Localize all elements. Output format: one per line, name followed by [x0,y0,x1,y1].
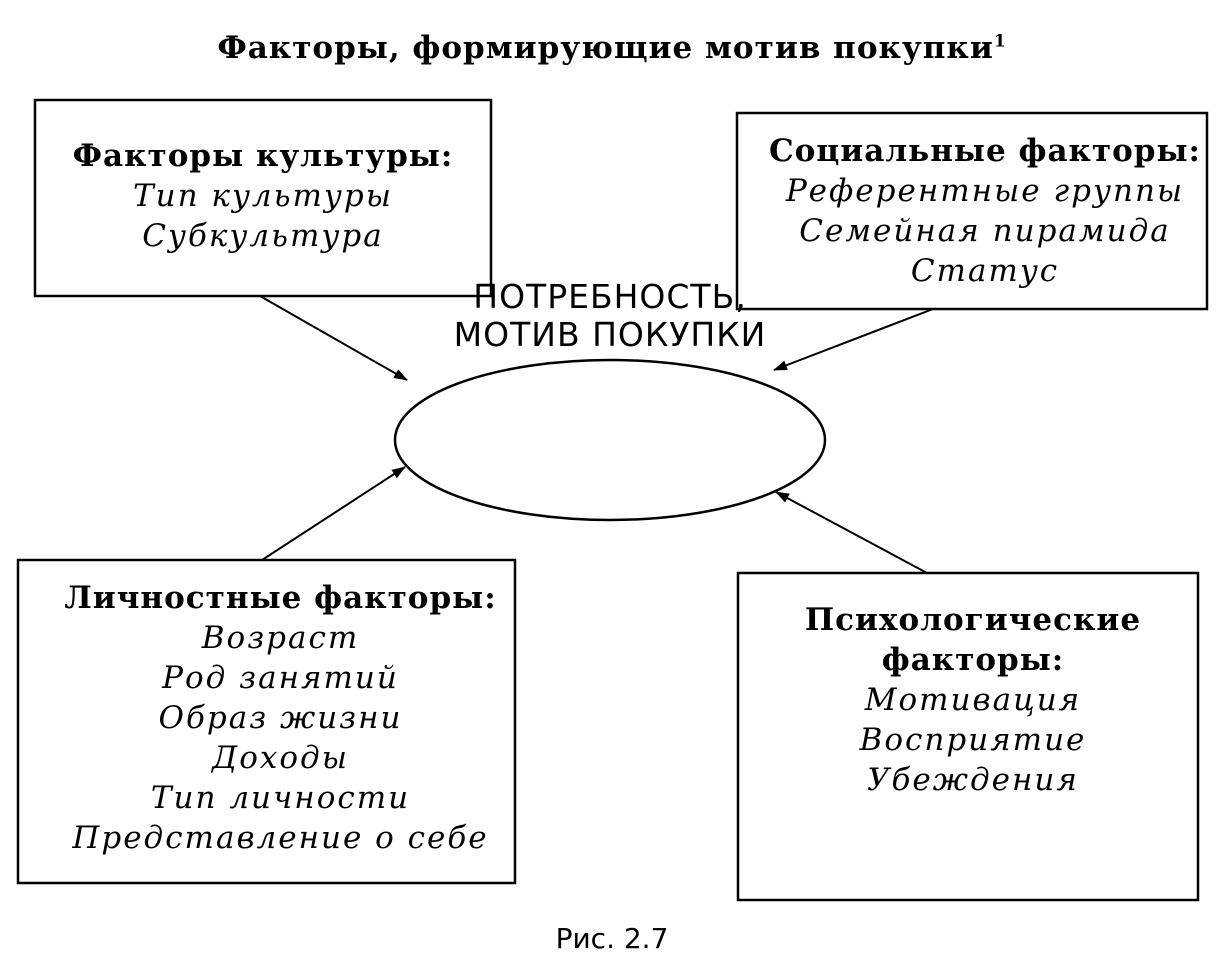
center-ellipse [393,358,827,522]
title-footnote-mark: 1 [993,31,1007,52]
culture-item: Субкультура [142,218,384,254]
personal-item: Образ жизни [158,700,403,736]
social-item: Статус [910,253,1060,289]
culture-box-text: Факторы культуры: Тип культуры Субкульту… [35,136,491,256]
center-node-text: ПОТРЕБНОСТЬ, МОТИВ ПОКУПКИ [395,278,825,354]
social-item: Семейная пирамида [799,213,1171,249]
arrow-personal-to-center [261,466,406,561]
arrow-psychological-to-center [775,491,928,574]
social-item: Референтные группы [785,173,1185,209]
psychological-heading: факторы: [881,642,1065,678]
figure-caption: Рис. 2.7 [555,922,669,955]
psychological-box [736,571,1200,902]
personal-item: Возраст [201,620,360,656]
personal-item: Тип личности [150,780,411,816]
psychological-heading: Психологические [804,602,1142,638]
psychological-item: Убеждения [867,762,1079,798]
personal-item: Доходы [212,740,349,776]
social-heading: Социальные факторы: [768,133,1202,169]
diagram-title: Факторы, формирующие мотив покупки1 [217,30,1007,66]
personal-item: Представление о себе [72,820,489,856]
center-node-line: ПОТРЕБНОСТЬ, [473,277,747,316]
culture-heading: Факторы культуры: [72,138,454,174]
psychological-item: Мотивация [864,682,1082,718]
personal-heading: Личностные факторы: [64,580,497,616]
psychological-item: Восприятие [859,722,1087,758]
personal-item: Род занятий [162,660,399,696]
social-box-text: Социальные факторы: Референтные группы С… [750,131,1220,291]
social-box [735,111,1209,311]
culture-box [33,98,493,298]
personal-box [16,558,517,885]
culture-item: Тип культуры [132,178,394,214]
arrow-culture-to-center [259,295,408,381]
arrow-social-to-center [773,308,934,371]
personal-box-text: Личностные факторы: Возраст Род занятий … [18,578,543,858]
center-node-line: МОТИВ ПОКУПКИ [453,315,767,354]
psychological-box-text: Психологические факторы: Мотивация Воспр… [738,600,1208,800]
